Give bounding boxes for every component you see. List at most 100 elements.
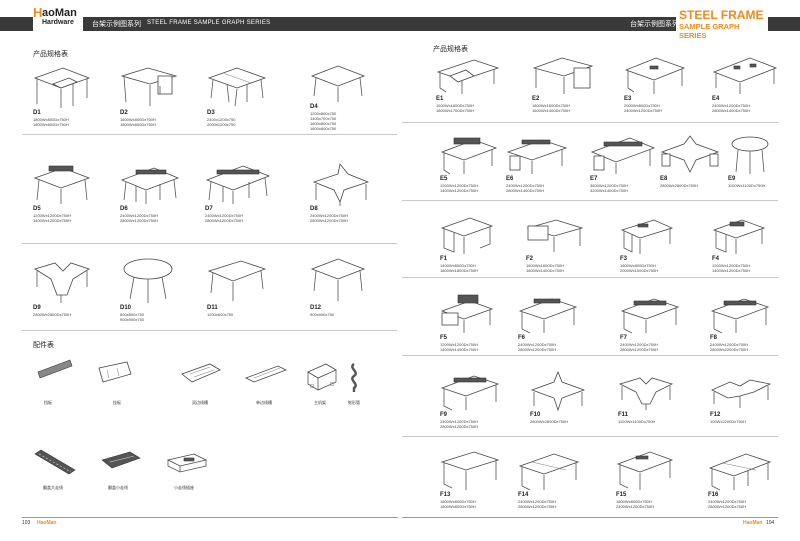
row-divider — [22, 134, 397, 135]
product-e4: E4 2400Wx1200Dx750H 2800Wx1400Dx750H — [712, 54, 778, 113]
product-code: D5 — [33, 206, 41, 212]
product-e9: E9 1100Wx1100Dx750H — [728, 134, 772, 188]
snake-tube-icon — [351, 363, 357, 392]
product-code: D12 — [310, 305, 322, 311]
product-d11: D11 1200x600x750 — [207, 255, 267, 317]
product-spec: 2800Wx2800Dx750H — [33, 312, 72, 317]
d3-desk-illustration — [207, 67, 267, 107]
series-title-block: STEEL FRAME SAMPLE GRAPH SERIES — [676, 8, 768, 40]
product-code: F4 — [712, 256, 720, 262]
accessory-label: 翻盖大走线 — [43, 485, 63, 490]
product-f14: F14 2400Wx1200Dx750H 2800Wx1200Dx750H — [518, 448, 580, 509]
product-f10: F10 2800Wx2800Dx750H — [530, 370, 586, 424]
product-d1: D1 1800Wx800Dx750H 1800Wx800Dx750H — [33, 62, 91, 127]
f4-desk-illustration — [712, 219, 766, 254]
product-code: E3 — [624, 96, 632, 102]
product-spec: 1400Wx800Dx750H 1800Wx1800Dx750H — [440, 263, 479, 273]
product-d3: D3 2400x1200x750 2000x1200x750 — [207, 62, 267, 127]
product-spec: 100Wx2200Dx750H — [710, 419, 746, 424]
product-code: F8 — [710, 335, 718, 341]
row-divider — [22, 330, 397, 331]
single-cable-tray-icon — [245, 365, 287, 383]
product-spec: 2400Wx1200Dx750H 2800Wx1200Dx750H — [440, 419, 479, 429]
series-title: STEEL FRAME — [679, 8, 764, 22]
product-f11: F11 1100Wx1100Dx750H — [618, 370, 674, 424]
d12-table-illustration — [310, 258, 366, 301]
product-spec: 1800Wx800Dx750H 1800Wx800Dx750H — [33, 117, 69, 127]
product-spec: 1200Wx1200Dx750H 1400Wx1200Dx750H — [33, 213, 72, 223]
footer-brand-right: HaoMan — [743, 520, 763, 526]
accessory-flip-large — [33, 446, 77, 476]
product-code: F6 — [518, 335, 526, 341]
product-f4: F4 1200Wx1200Dx750H 1400Wx1200Dx750H — [712, 216, 766, 273]
product-code: F12 — [710, 412, 721, 418]
accessory-label: 挡板 — [44, 400, 52, 405]
product-spec: 2400Wx1200Dx750H 2800Wx1200Dx750H — [708, 499, 747, 509]
accessory-panel — [36, 358, 76, 390]
product-spec: 1200x800x750 1400x700x750 1600x800x750 1… — [310, 111, 337, 131]
series-subtitle: SAMPLE GRAPH SERIES — [679, 22, 740, 40]
product-d9: D9 2800Wx2800Dx750H — [33, 255, 91, 317]
product-code: E9 — [728, 176, 736, 182]
accessory-single-cable-tray — [244, 364, 288, 392]
product-spec: 2400Wx1200Dx750H 2800Wx1200Dx750H — [205, 213, 244, 223]
f9-desk-illustration — [440, 375, 500, 411]
e9-round-table-illustration — [731, 136, 769, 174]
product-f9: F9 2400Wx1200Dx750H 2800Wx1200Dx750H — [440, 370, 500, 429]
f1-desk-illustration — [440, 217, 494, 254]
privacy-panel-icon — [37, 359, 73, 379]
right-section-title-specs: 产品规格表 — [433, 46, 468, 53]
e4-desk-illustration — [712, 57, 778, 94]
d2-desk-illustration — [120, 67, 178, 106]
brand-logo: H aoMan Hardware — [33, 6, 83, 36]
product-spec: 1100Wx1100Dx750H — [618, 419, 656, 424]
hanging-board-icon — [98, 361, 132, 383]
product-code: D2 — [120, 110, 128, 116]
product-e7: E7 3600Wx1200Dx750H 4200Wx1400Dx750H — [590, 134, 656, 193]
product-spec: 1600Wx800Dx750H 1800Wx800Dx750H — [120, 117, 156, 127]
product-spec: 1800Wx800Dx750H 1800Wx800Dx750H — [440, 499, 476, 509]
product-code: F16 — [708, 492, 719, 498]
e7-desk-illustration — [590, 137, 656, 174]
product-spec: 2400Wx1200Dx750H 2800Wx2200Dx750H — [710, 342, 749, 352]
product-spec: 1800Wx800Dx750H 2000Wx1000Dx750H — [620, 263, 659, 273]
header-bar — [0, 17, 800, 31]
cable-socket-icon — [166, 453, 208, 473]
product-f16: F16 2400Wx1200Dx750H 2800Wx1200Dx750H — [708, 448, 772, 509]
double-cable-tray-icon — [181, 363, 221, 383]
header-title-en: STEEL FRAME SAMPLE GRAPH SERIES — [147, 20, 271, 26]
product-code: D6 — [120, 206, 128, 212]
e6-desk-illustration — [506, 139, 568, 174]
accessory-label: 单边线槽 — [256, 400, 272, 405]
product-spec: 2000Wx800Dx750H 2400Wx1200Dx750H — [624, 103, 663, 113]
product-spec: 2400Wx1200Dx750H 2800Wx1400Dx750H — [712, 103, 751, 113]
d5-desk-illustration — [33, 165, 91, 204]
f14-desk-illustration — [518, 453, 580, 491]
product-code: F3 — [620, 256, 628, 262]
product-d8: D8 2400Wx1200Dx750H 2800Wx1200Dx750H — [310, 160, 370, 223]
header-title-cn: 台架示例图系列 — [92, 21, 141, 28]
product-code: E8 — [660, 176, 668, 182]
product-code: E6 — [506, 176, 514, 182]
accessory-cpu-holder — [304, 362, 340, 394]
f11-desk-illustration — [618, 377, 674, 410]
product-spec: 2400Wx1200Dx750H 2800Wx1200Dx750H — [518, 499, 557, 509]
accessory-label: 主机架 — [314, 400, 326, 405]
row-divider — [402, 277, 778, 278]
footer-brand-left: HaoMan — [37, 520, 57, 526]
f7-desk-illustration — [620, 298, 680, 334]
product-code: E7 — [590, 176, 598, 182]
f2-desk-illustration — [526, 219, 584, 252]
product-f5: F5 1200Wx1200Dx750H 1400Wx1400Dx750H — [440, 293, 494, 352]
product-e2: E2 1800Wx1600Dx750H 1600Wx1400Dx750H — [532, 54, 596, 113]
f8-desk-illustration — [710, 298, 770, 334]
f13-desk-illustration — [440, 451, 500, 490]
product-spec: 1800Wx1600Dx750H 1600Wx1400Dx750H — [532, 103, 571, 113]
row-divider — [402, 436, 778, 437]
product-code: F2 — [526, 256, 534, 262]
product-spec: 1600Wx1600Dx750H 1800Wx1400Dx750H — [526, 263, 565, 273]
page-header: H aoMan Hardware 台架示例图系列 STEEL FRAME SAM… — [0, 0, 800, 40]
left-section-title-accessories: 配件表 — [33, 342, 54, 349]
product-f1: F1 1400Wx800Dx750H 1800Wx1800Dx750H — [440, 216, 494, 273]
f5-desk-illustration — [440, 294, 494, 333]
